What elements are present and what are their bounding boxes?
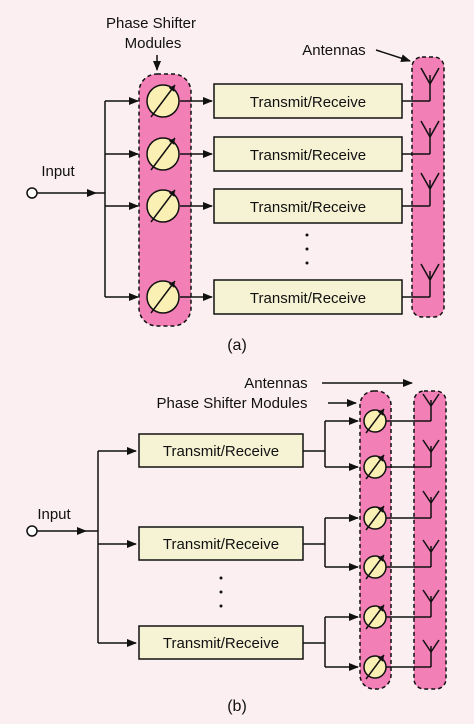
phase-shifters-a [146,84,180,314]
transmit-receive-box [138,433,304,468]
diagram-a [26,49,445,327]
phase-shifter-icon [363,454,387,480]
tr-label: Transmit/Receive [250,147,366,164]
input-label: Input [37,506,71,523]
phase-shifter-icon [146,189,180,223]
caption-b: (b) [227,698,247,715]
tr-label: Transmit/Receive [250,199,366,216]
phase-shifter-modules-label: Phase Shifter Modules [157,395,308,412]
phase-shifter-icon [363,408,387,434]
phase-shifter-icon [363,604,387,630]
phase-shifter-icon [146,137,180,171]
tr-label: Transmit/Receive [163,635,279,652]
antenna-icon [422,639,440,667]
antenna-icon [422,490,440,518]
phase-shifter-icon [363,654,387,680]
tr-label: Transmit/Receive [250,94,366,111]
phase-shifter-icon [146,84,180,118]
phase-shifter-title-line2: Modules [125,35,182,52]
transmit-receive-box [138,526,304,561]
antenna-icon [422,539,440,567]
continuation-dots [219,576,223,608]
phase-shifter-icon [363,505,387,531]
antenna-icon [420,263,440,297]
antenna-icon [422,393,440,421]
phase-shifter-module-column [359,390,392,690]
antenna-icon [420,67,440,101]
transmit-receive-box [213,188,403,224]
antennas-label: Antennas [302,42,365,59]
input-terminal [26,525,38,537]
tr-label: Transmit/Receive [163,536,279,553]
antennas-label: Antennas [244,375,307,392]
input-label: Input [41,163,75,180]
antenna-column [413,390,447,690]
antenna-column [411,56,445,318]
transmit-receive-box [213,136,403,172]
phase-shifters-b [363,408,387,680]
antenna-icon [420,172,440,206]
transmit-receive-box [213,279,403,315]
input-terminal [26,187,38,199]
antenna-icon [422,589,440,617]
transmit-receive-box [213,83,403,119]
phase-shifter-icon [363,554,387,580]
tr-label: Transmit/Receive [163,443,279,460]
phase-shifter-icon [146,280,180,314]
continuation-dots [305,233,309,265]
tr-label: Transmit/Receive [250,290,366,307]
antenna-icon [420,120,440,154]
caption-a: (a) [227,337,247,354]
antenna-icon [422,439,440,467]
phase-shifter-title-line1: Phase Shifter [106,15,196,32]
